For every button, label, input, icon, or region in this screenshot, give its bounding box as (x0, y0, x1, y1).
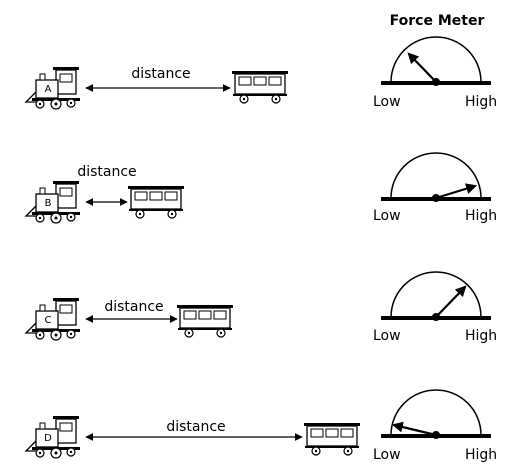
locomotive: C (25, 297, 81, 341)
gauge-needle (435, 183, 478, 200)
train-letter: C (45, 315, 52, 326)
passenger-car (176, 304, 234, 338)
locomotive: B (25, 180, 81, 224)
train-letter: D (44, 433, 52, 444)
gauge-needle (391, 421, 437, 437)
distance-label: distance (131, 66, 190, 82)
gauge-low-label: Low (373, 328, 401, 344)
gauge-low-label: Low (373, 94, 401, 110)
gauge-low-label: Low (373, 447, 401, 463)
row-a: A distance Low High (25, 36, 497, 110)
gauge-high-label: High (465, 328, 497, 344)
force-gauge: Low High (373, 389, 497, 463)
distance-label: distance (166, 419, 225, 435)
row-c: C distance Low High (25, 271, 497, 344)
distance-label: distance (104, 299, 163, 315)
train-letter: B (45, 198, 52, 209)
locomotive: A (25, 66, 81, 110)
gauge-high-label: High (465, 208, 497, 224)
distance-label: distance (77, 164, 136, 180)
gauge-low-label: Low (373, 208, 401, 224)
force-gauge: Low High (373, 36, 497, 110)
train-letter: A (45, 84, 52, 95)
gauge-needle (435, 285, 467, 318)
passenger-car (231, 70, 289, 104)
row-b: B distance Low High (25, 152, 497, 224)
force-gauge: Low High (373, 152, 497, 224)
passenger-car (303, 422, 361, 456)
force-gauge: Low High (373, 271, 497, 344)
gauge-needle (407, 52, 437, 83)
gauge-high-label: High (465, 447, 497, 463)
gauge-high-label: High (465, 94, 497, 110)
meter-title: Force Meter (390, 13, 485, 29)
row-d: D distance Low High (25, 389, 497, 463)
passenger-car (127, 185, 185, 219)
locomotive: D (25, 415, 81, 459)
